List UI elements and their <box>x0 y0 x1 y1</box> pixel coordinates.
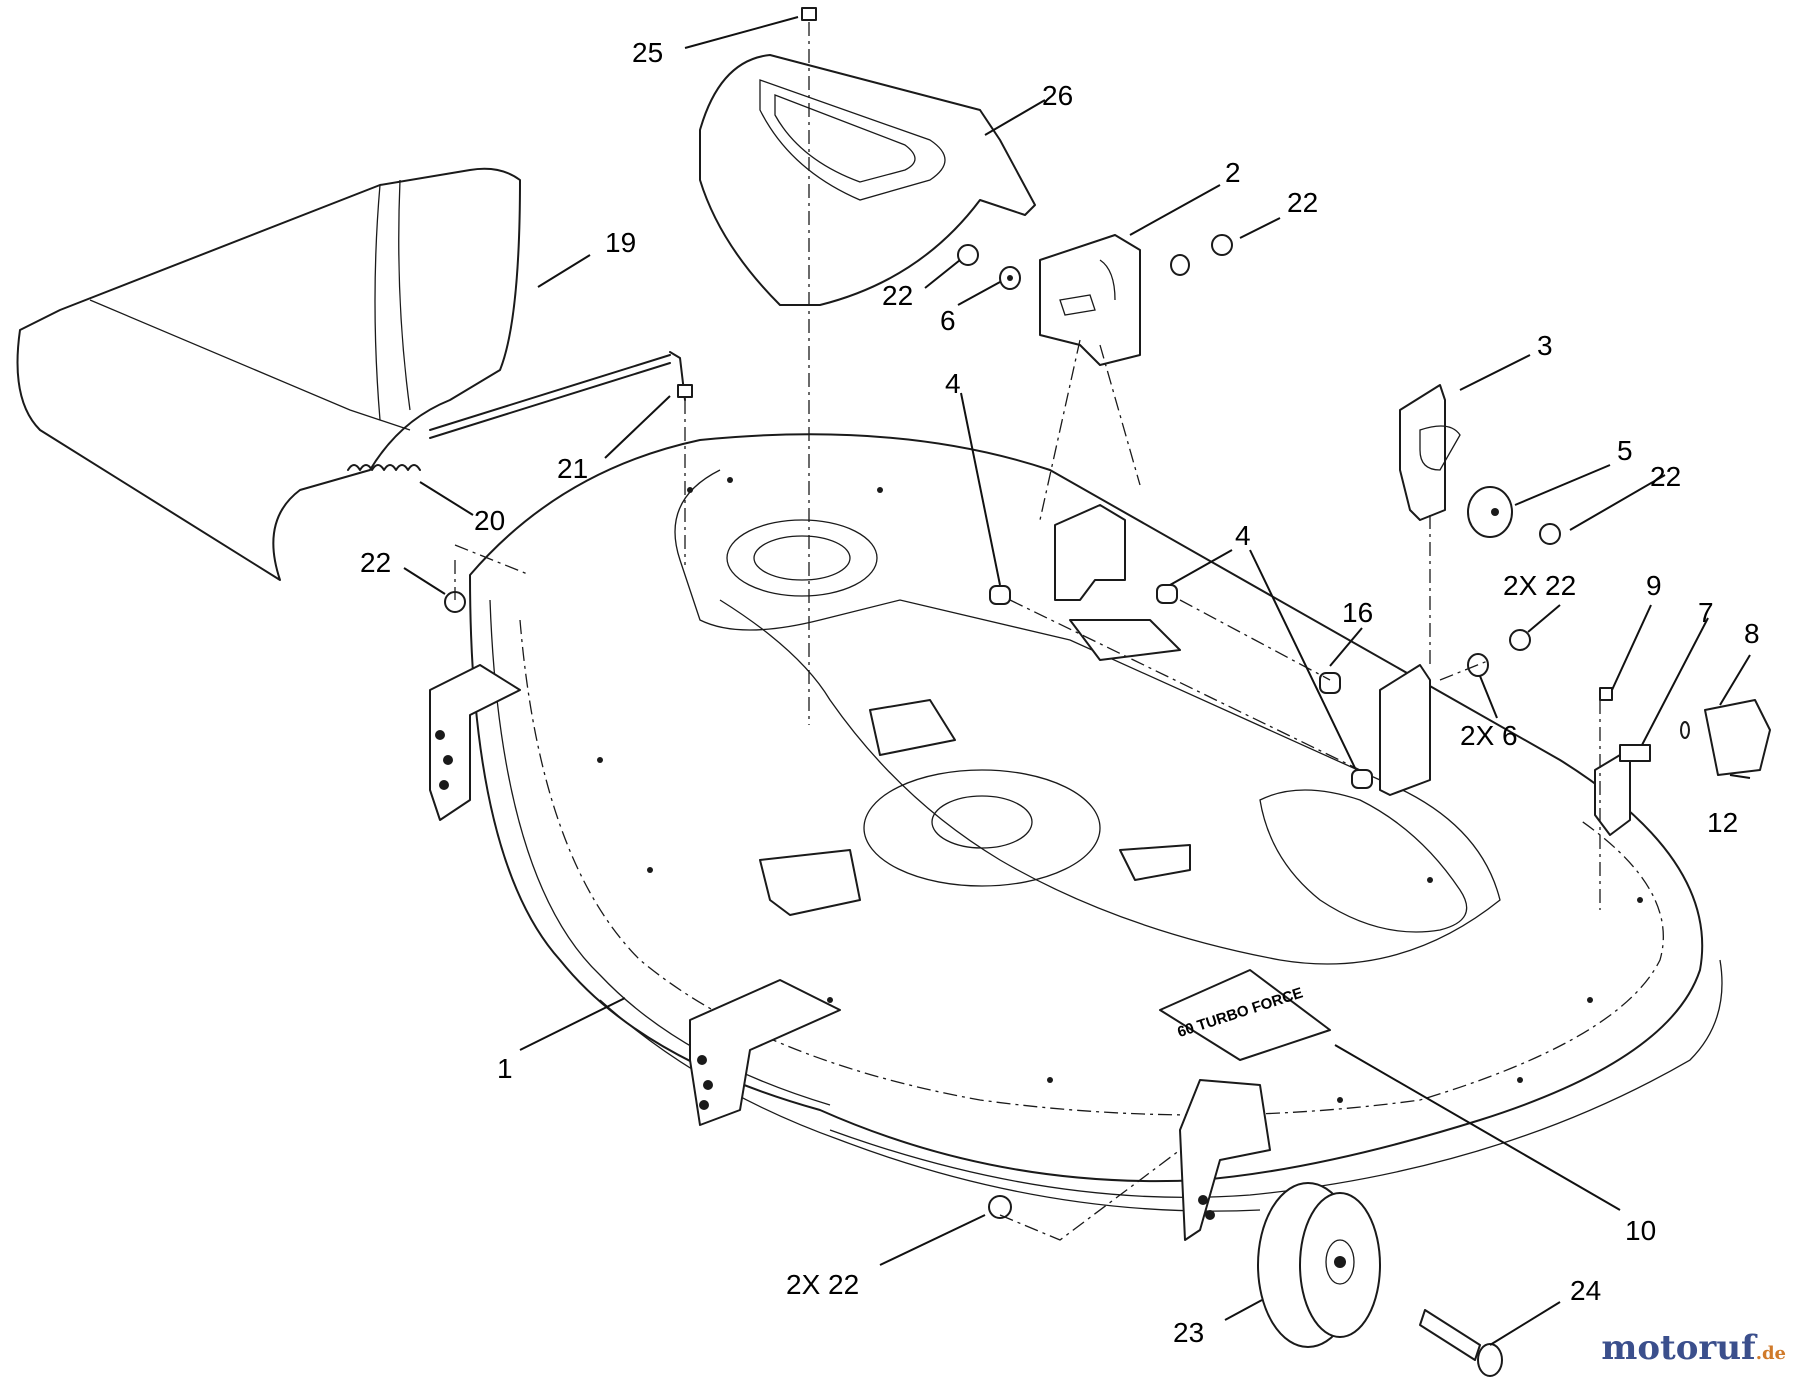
alignment-lines <box>454 22 1601 1241</box>
hinge-rod <box>429 351 693 439</box>
callout-10: 10 <box>1625 1215 1656 1246</box>
callout-2x-22-bottom: 2X 22 <box>786 1269 859 1300</box>
nut-22-bottom <box>988 1195 1012 1219</box>
callout-22: 22 <box>1650 461 1681 492</box>
callout-21: 21 <box>557 453 588 484</box>
callout-7: 7 <box>1698 597 1714 628</box>
callout-6: 6 <box>940 305 956 336</box>
torsion-spring <box>347 464 421 471</box>
decal-plate: 60 TURBO FORCE <box>1159 969 1331 1061</box>
callout-labels: 25 26 2 22 19 22 6 3 4 5 22 21 20 4 22 2… <box>360 37 1760 1348</box>
callout-22: 22 <box>1287 187 1318 218</box>
watermark-logo: motoruf.de <box>1601 1328 1786 1368</box>
bracket-2 <box>1039 234 1141 366</box>
callout-12: 12 <box>1707 807 1738 838</box>
callout-3: 3 <box>1537 330 1553 361</box>
callout-4: 4 <box>1235 520 1251 551</box>
bolt-25 <box>801 7 817 21</box>
callout-2x-22: 2X 22 <box>1503 570 1576 601</box>
gauge-wheel <box>1257 1182 1381 1348</box>
callout-9: 9 <box>1646 570 1662 601</box>
callout-20: 20 <box>474 505 505 536</box>
washer-5-and-nut <box>1467 486 1561 545</box>
belt-cover <box>699 54 1036 306</box>
callout-19: 19 <box>605 227 636 258</box>
callout-23: 23 <box>1173 1317 1204 1348</box>
callout-24: 24 <box>1570 1275 1601 1306</box>
bracket-16 <box>1319 664 1431 796</box>
bracket-3 <box>1399 384 1461 521</box>
callout-8: 8 <box>1744 618 1760 649</box>
nut-washer-set-upper <box>957 234 1233 290</box>
callout-4: 4 <box>945 368 961 399</box>
wheel-bolt <box>1419 1309 1503 1377</box>
callout-22: 22 <box>882 280 913 311</box>
center-bracket <box>989 504 1178 605</box>
mower-deck: 60 TURBO FORCE <box>429 433 1723 1241</box>
leader-lines <box>403 16 1751 1346</box>
callout-16: 16 <box>1342 597 1373 628</box>
callout-1: 1 <box>497 1053 513 1084</box>
grass-deflector-chute <box>16 167 521 581</box>
callout-25: 25 <box>632 37 663 68</box>
nut-washer-set-right <box>1467 629 1531 677</box>
callout-22: 22 <box>360 547 391 578</box>
callout-26: 26 <box>1042 80 1073 111</box>
callout-5: 5 <box>1617 435 1633 466</box>
wash-port-fitting <box>1594 687 1771 836</box>
callout-2: 2 <box>1225 157 1241 188</box>
callout-2x-6: 2X 6 <box>1460 720 1518 751</box>
